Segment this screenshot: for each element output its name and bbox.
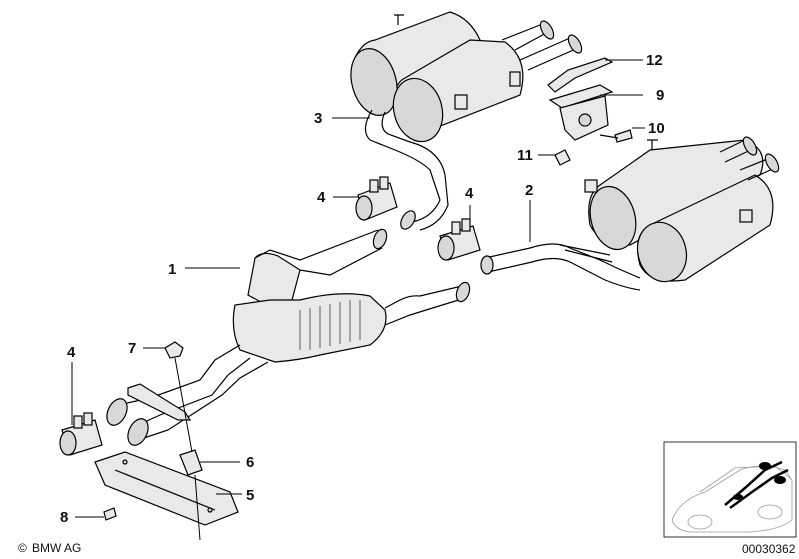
- rubber-holder: [179, 449, 203, 476]
- copyright-symbol: ©: [18, 541, 27, 555]
- callout-2: 2: [525, 182, 533, 199]
- callout-5: 5: [246, 487, 254, 504]
- heat-shield: [94, 451, 239, 526]
- rear-silencer-left: [350, 11, 583, 231]
- clamp-top: [355, 176, 398, 221]
- callout-7: 7: [128, 340, 136, 357]
- leader-lines: [71, 59, 645, 541]
- callout-4-middle: 4: [465, 185, 474, 202]
- brand-text: BMW AG: [32, 541, 81, 555]
- hanger-bracket: [547, 57, 633, 166]
- callout-12: 12: [646, 52, 663, 69]
- callout-8: 8: [60, 509, 68, 526]
- callout-4-top: 4: [317, 189, 326, 206]
- callout-10: 10: [648, 120, 665, 137]
- clamp-left: [59, 412, 103, 456]
- screw: [103, 507, 117, 521]
- callout-9: 9: [656, 87, 664, 104]
- front-pipe-catalyst: [106, 228, 471, 446]
- car-inset: [663, 441, 797, 538]
- clamp-middle: [437, 218, 481, 261]
- callout-4-left: 4: [67, 344, 76, 361]
- hex-nut: [164, 341, 184, 359]
- callout-3: 3: [314, 110, 322, 127]
- drawing-number: 00030362: [742, 542, 796, 556]
- callout-1: 1: [168, 261, 176, 278]
- callout-6: 6: [246, 454, 254, 471]
- callout-11: 11: [517, 147, 533, 164]
- rear-silencer-right: [480, 136, 780, 291]
